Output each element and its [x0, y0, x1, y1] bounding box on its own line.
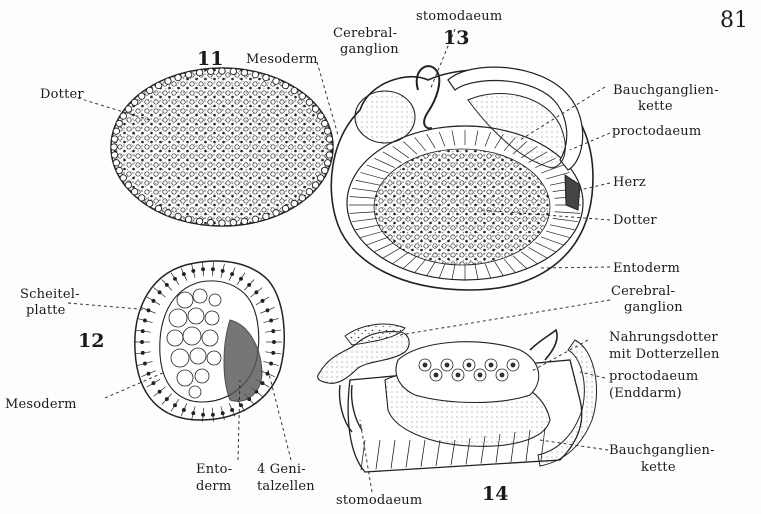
label-cerebralganglion-fig13-1: Cerebral- [333, 27, 397, 41]
label-bauchganglienkette-fig13-1: Bauchganglien- [613, 84, 719, 98]
label-cerebralganglion-fig14-2: ganglion [624, 301, 683, 315]
label-cerebralganglion-fig13-2: ganglion [340, 43, 399, 57]
figure-13-section [317, 29, 610, 290]
figure-11-number: 11 [197, 48, 223, 70]
label-nahrungsdotter-1: Nahrungsdotter [609, 331, 718, 345]
label-herz: Herz [613, 176, 646, 190]
label-entoderm-2: derm [196, 480, 231, 494]
label-proctodaeum-fig14-1: proctodaeum [609, 370, 698, 384]
figure-14-section [318, 300, 610, 492]
label-stomodaeum-fig14: stomodaeum [336, 494, 422, 508]
label-genitalzellen-2: talzellen [257, 480, 315, 494]
page-number: 81 [720, 8, 748, 33]
label-mesoderm-fig13: Mesoderm [246, 53, 318, 67]
figure-12-section [68, 261, 291, 460]
figure-11-yolk-section [78, 68, 333, 226]
label-proctodaeum-fig14-2: (Enddarm) [609, 387, 682, 401]
figure-14-number: 14 [482, 483, 508, 505]
label-scheitelplatte-1: Scheitel- [20, 288, 80, 302]
figure-13-number: 13 [443, 27, 469, 49]
label-scheitelplatte-2: platte [26, 304, 66, 318]
label-entoderm-fig13: Entoderm [613, 262, 680, 276]
figure-12-number: 12 [78, 330, 104, 352]
label-dotter-fig13: Dotter [613, 214, 657, 228]
label-genitalzellen-1: 4 Geni- [257, 463, 306, 477]
label-cerebralganglion-fig14-1: Cerebral- [611, 285, 675, 299]
label-nahrungsdotter-2: mit Dotterzellen [609, 348, 720, 362]
label-mesoderm-fig12: Mesoderm [5, 398, 77, 412]
label-bauchganglienkette-fig13-2: kette [638, 100, 673, 114]
label-proctodaeum-fig13: proctodaeum [612, 125, 701, 139]
label-entoderm-1: Ento- [196, 463, 232, 477]
label-stomodaeum-fig13: stomodaeum [416, 10, 502, 24]
label-dotter-fig11: Dotter [40, 88, 84, 102]
label-bauchganglienkette-fig14-2: kette [641, 461, 676, 475]
label-bauchganglienkette-fig14-1: Bauchganglien- [609, 444, 715, 458]
